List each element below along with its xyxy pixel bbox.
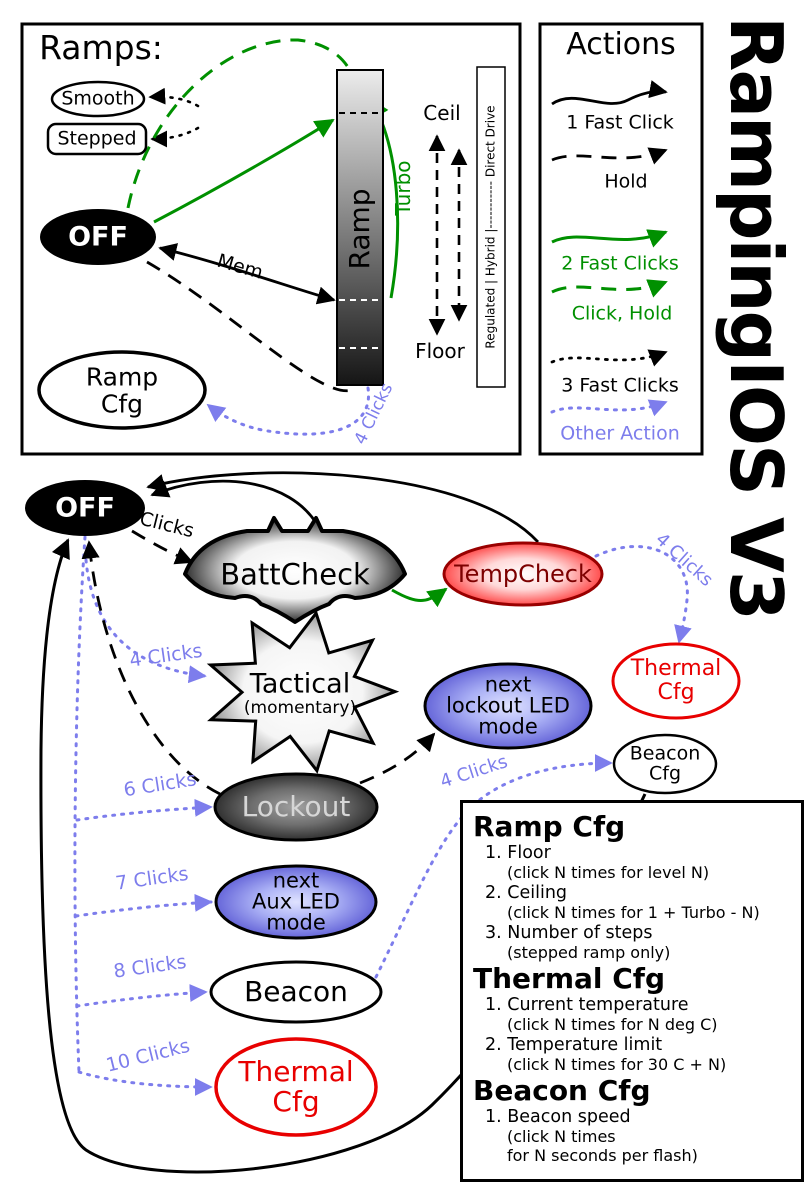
legend-label-hold: Hold <box>604 170 648 193</box>
node-next-lockout-led <box>423 662 593 750</box>
thermal-cfg-label-2: Cfg <box>657 680 695 706</box>
node-off-main <box>25 480 145 536</box>
info-item: 1. Floor <box>485 843 551 864</box>
legend-label-1-fast-click: 1 Fast Click <box>566 111 674 134</box>
legend-arrow-1-fast-click <box>551 80 668 106</box>
ramp-cfg-label-2: Cfg <box>100 389 144 419</box>
info-sub: (click N times <box>507 1126 616 1146</box>
info-item: 3. Number of steps <box>485 922 653 943</box>
edge-off-to-ramp-green-solid <box>153 118 335 224</box>
info-heading-thermal-cfg: Thermal Cfg <box>473 961 666 995</box>
beacon-cfg-label-1: Beacon <box>629 742 701 765</box>
ramp-cfg-label-1: Ramp <box>85 362 159 392</box>
drive-scale-bracket <box>476 66 506 388</box>
edge-off-to-ceiling-green-dashed <box>126 38 364 209</box>
info-sub: (click N times for 30 C + N) <box>507 1054 727 1074</box>
node-stepped <box>46 122 148 156</box>
thermal-cfg2-label-2: Cfg <box>272 1084 320 1118</box>
node-beacon <box>209 960 383 1024</box>
next-lockout-label-2: lockout LED <box>446 693 570 718</box>
ramps-panel-title: Ramps: <box>39 28 163 68</box>
drive-scale-label: Regulated | Hybrid |----------- Direct D… <box>483 105 498 349</box>
ceil-label: Ceil <box>423 101 461 126</box>
lockout-label: Lockout <box>241 789 351 823</box>
next-lockout-label-1: next <box>484 672 532 697</box>
info-sub: (click N times for 1 + Turbo - N) <box>507 903 760 923</box>
thermal-cfg-label-1: Thermal <box>630 656 722 682</box>
smooth-label: Smooth <box>61 87 135 110</box>
legend-arrow-other-action <box>550 399 668 417</box>
legend-label-other-action: Other Action <box>560 422 680 445</box>
ramp-bar-label: Ramp <box>342 188 376 270</box>
floor-label: Floor <box>415 339 465 364</box>
node-beacon-cfg <box>612 733 718 795</box>
edge-off-3clicks-battcheck <box>131 529 194 565</box>
node-ramp-bar <box>336 69 384 386</box>
edge-tempcheck-to-off <box>146 471 540 543</box>
edge-off-trunk-dotted <box>73 535 87 1074</box>
tempcheck-label: TempCheck <box>454 560 592 589</box>
info-sub: (click N times for N deg C) <box>507 1015 718 1034</box>
beacon-label: Beacon <box>244 974 348 1008</box>
battcheck-label: BattCheck <box>220 557 370 592</box>
off-label-main: OFF <box>55 492 115 524</box>
edge-tempcheck-to-thermalcfg-dotted <box>594 545 692 644</box>
node-next-aux-led <box>214 864 378 940</box>
edge-beacon-4clicks-beaconcfg <box>374 754 613 979</box>
beacon-cfg-label-2: Cfg <box>648 762 682 785</box>
thermal-cfg2-label-1: Thermal <box>238 1054 354 1088</box>
edge-off-6clicks-lockout <box>75 798 213 822</box>
legend-label-3-fast-clicks: 3 Fast Clicks <box>561 374 679 397</box>
info-heading-ramp-cfg: Ramp Cfg <box>473 810 626 843</box>
edge-off-8clicks-beacon <box>75 984 208 1008</box>
info-item: 1. Current temperature <box>485 995 689 1015</box>
edge-battcheck-to-tempcheck-green <box>391 587 448 608</box>
turbo-label: Turbo <box>391 160 416 216</box>
info-sub: (click N times for level N) <box>507 863 710 883</box>
config-info-box: Ramp Cfg 1. Floor (click N times for lev… <box>460 800 804 1182</box>
tactical-label-1: Tactical <box>249 668 351 700</box>
info-heading-beacon-cfg: Beacon Cfg <box>473 1073 651 1107</box>
legend-arrow-click-hold <box>551 279 668 298</box>
info-item: 2. Temperature limit <box>485 1034 663 1055</box>
node-thermal-cfg-2 <box>214 1037 378 1137</box>
node-thermal-cfg <box>611 642 741 720</box>
page-title-vertical: RampingIOS V3 <box>714 16 798 619</box>
legend-arrow-2-fast-clicks <box>551 229 668 248</box>
tactical-label-2: (momentary) <box>243 697 357 718</box>
off-label-ramps: OFF <box>68 221 128 253</box>
node-tactical-star <box>206 610 400 774</box>
edge-lockout-to-nextlockout-dashed <box>359 732 436 785</box>
info-sub: (stepped ramp only) <box>507 942 671 962</box>
next-lockout-label-3: mode <box>478 714 538 739</box>
legend-arrow-3-fast-clicks <box>550 349 668 367</box>
info-item: 1. Beacon speed <box>485 1106 631 1127</box>
next-aux-label-2: Aux LED <box>252 889 340 914</box>
edge-ramp-to-rampcfg-dotted <box>206 386 371 436</box>
edge-mem-double-arrow <box>158 243 336 305</box>
node-battcheck-bat-shape <box>183 516 407 624</box>
stepped-label: Stepped <box>57 127 137 150</box>
legend-label-click-hold: Click, Hold <box>571 302 673 325</box>
node-smooth <box>50 80 146 118</box>
edge-lockout-to-off-dashed <box>81 540 221 796</box>
next-aux-label-3: mode <box>266 910 326 935</box>
node-tempcheck <box>442 541 604 607</box>
next-aux-label-1: next <box>272 868 320 893</box>
edge-to-stepped-dotted <box>150 126 200 148</box>
edge-to-smooth-dotted <box>148 87 200 108</box>
edge-off-10clicks-thermal <box>77 1070 213 1096</box>
node-ramp-cfg <box>37 350 207 430</box>
info-sub: for N seconds per flash) <box>507 1145 698 1165</box>
info-item: 2. Ceiling <box>485 883 568 904</box>
legend-label-2-fast-clicks: 2 Fast Clicks <box>561 252 679 275</box>
node-off-ramps <box>40 209 156 265</box>
legend-arrow-hold <box>551 147 668 165</box>
edge-battcheck-to-off <box>150 479 320 527</box>
edge-off-4clicks-tactical <box>84 558 207 684</box>
actions-panel-title: Actions <box>566 26 676 62</box>
node-lockout <box>213 772 379 842</box>
edge-off-7clicks-aux <box>74 893 213 918</box>
